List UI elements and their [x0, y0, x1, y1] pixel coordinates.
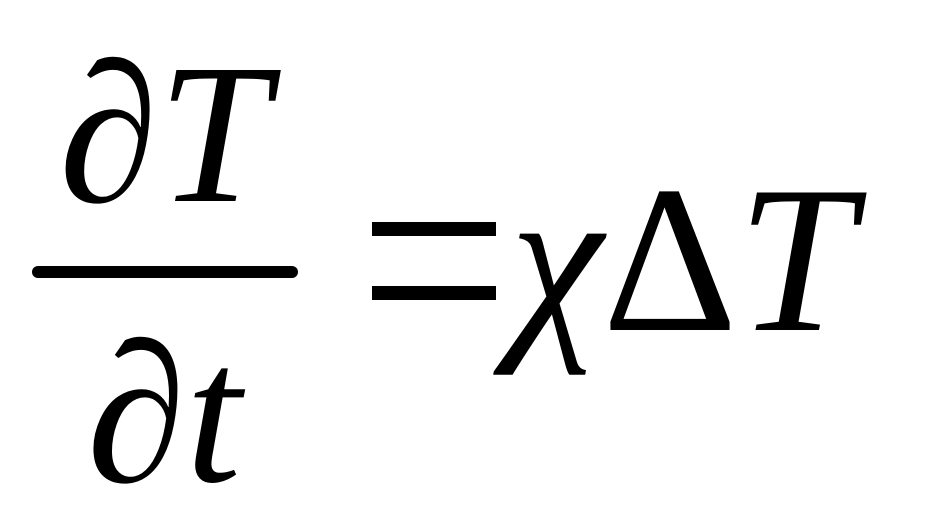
time-variable: t	[185, 304, 242, 525]
fraction-numerator: ∂T	[30, 20, 298, 250]
laplacian-operator: Δ	[602, 144, 738, 376]
diffusivity-coefficient: χ	[510, 144, 603, 376]
temperature-variable: T	[157, 24, 270, 245]
equals-sign	[372, 222, 496, 302]
fraction-bar	[32, 266, 298, 278]
partial-symbol: ∂	[86, 304, 186, 525]
equals-top-line	[372, 222, 496, 236]
equals-bottom-line	[372, 286, 496, 300]
time-derivative-fraction: ∂T ∂t	[30, 0, 298, 531]
temperature-variable: T	[737, 144, 855, 376]
right-hand-side: χΔT	[510, 140, 920, 380]
partial-symbol: ∂	[58, 24, 158, 245]
fraction-denominator: ∂t	[30, 300, 298, 530]
